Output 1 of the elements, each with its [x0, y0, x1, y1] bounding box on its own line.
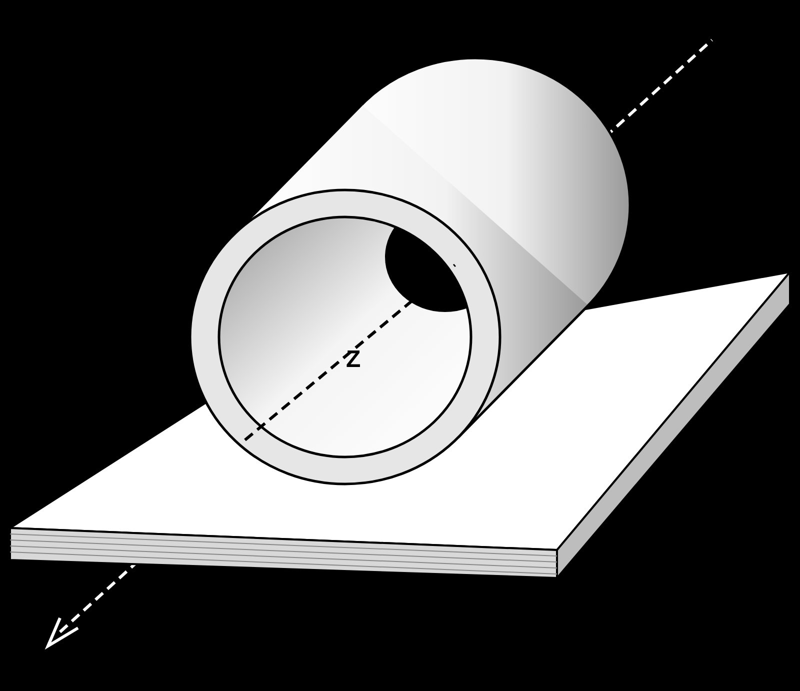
axis-label: Z — [346, 348, 361, 372]
